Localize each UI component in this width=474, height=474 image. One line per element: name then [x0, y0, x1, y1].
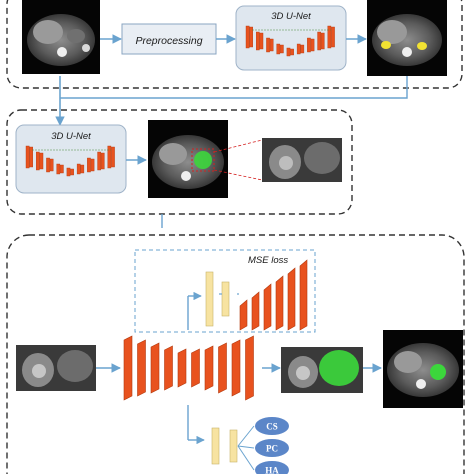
encdec-block [218, 342, 227, 394]
unet-block [259, 32, 264, 50]
unet-block [66, 167, 71, 177]
unet-block [256, 31, 260, 51]
recon-block [251, 291, 260, 331]
encdec-block [204, 345, 214, 391]
unet-block [80, 164, 85, 174]
unet-block [107, 145, 112, 169]
unet-block [317, 31, 321, 51]
cls-label: PC [266, 444, 278, 454]
fc-layer [205, 271, 214, 327]
fc-layers-cls [211, 427, 238, 465]
roi-zoom-line-top [213, 139, 263, 153]
roi-zoom-line-bottom [213, 169, 263, 181]
recon-block [263, 283, 272, 331]
unet-block [245, 25, 250, 49]
cls-pill [255, 461, 289, 474]
ct-input-image [22, 0, 100, 74]
cls-link [237, 445, 255, 471]
unet-block [310, 38, 315, 52]
unet-block [300, 44, 305, 54]
stage1-frame [6, 0, 463, 89]
unet-label-stage1: 3D U-Net [271, 11, 311, 22]
stage2-frame [6, 109, 353, 215]
fc-layer [221, 281, 230, 317]
unet-block [39, 152, 44, 170]
unet-block [111, 146, 115, 168]
unet-block [296, 43, 301, 55]
unet-block [280, 44, 284, 54]
unet-block [307, 37, 311, 53]
unet-block [290, 48, 294, 56]
connector-output-back [60, 76, 408, 99]
encdec-block [177, 348, 187, 388]
unet-block [36, 151, 40, 171]
cls-label: CS [266, 422, 278, 432]
unet-block [320, 32, 325, 50]
ct-segmented-image [367, 0, 447, 76]
cls-label: HA [265, 466, 279, 474]
unet-block [46, 157, 50, 173]
preprocessing-step: Preprocessing [121, 23, 217, 55]
unet-block [87, 157, 91, 173]
unet-block [100, 152, 105, 170]
final-ct-image [383, 330, 463, 408]
unet-block [276, 43, 281, 55]
unet-block [269, 38, 274, 52]
cls-pill [255, 439, 289, 457]
unet-label-stage2: 3D U-Net [51, 131, 91, 142]
unet-block [327, 25, 332, 49]
unet-block [97, 151, 101, 171]
unet-block [266, 37, 270, 53]
unet-block [25, 145, 30, 169]
unet-block [29, 146, 34, 168]
unet-block [76, 163, 81, 175]
encdec-block [123, 335, 133, 401]
unet-block [286, 47, 291, 57]
recon-block [299, 259, 308, 331]
mse-loss-label: MSE loss [248, 255, 288, 266]
preprocessing-label: Preprocessing [135, 35, 202, 47]
unet-block [249, 26, 254, 48]
encdec-block [245, 335, 254, 401]
stage3-input-image [16, 345, 96, 391]
classification-outputs: CS PC HA [237, 417, 289, 474]
unet-blocks-stage2 [25, 145, 115, 177]
unet-block [70, 168, 74, 176]
ct-roi-image [148, 120, 228, 198]
recon-decoder-blocks [239, 259, 308, 331]
cls-link [237, 425, 255, 447]
unet-blocks-stage1 [245, 25, 335, 57]
unet-block [56, 163, 61, 175]
recon-block [275, 275, 284, 331]
fc-layer [211, 427, 220, 465]
mse-loss-box [134, 249, 316, 333]
unet-block [49, 158, 54, 172]
recon-block [287, 267, 296, 331]
unet-block [90, 158, 95, 172]
encoder-decoder-blocks [123, 335, 254, 401]
stage3-frame [6, 234, 465, 474]
fc-layers-recon [205, 271, 239, 327]
seg-output-image [281, 347, 363, 393]
cls-link [237, 445, 255, 449]
encdec-block [150, 342, 160, 394]
cls-pill [255, 417, 289, 435]
encdec-block [191, 348, 200, 388]
fc-layer [229, 429, 238, 463]
encdec-block [231, 339, 241, 397]
unet-panel-stage2: 3D U-Net [15, 124, 127, 194]
unet-block [331, 26, 335, 48]
roi-crop-image [262, 138, 342, 182]
encdec-block [164, 345, 173, 391]
unet-block [60, 164, 64, 174]
unet-panel-stage1: 3D U-Net [235, 5, 347, 71]
recon-block [239, 299, 248, 331]
encdec-block [137, 339, 146, 397]
